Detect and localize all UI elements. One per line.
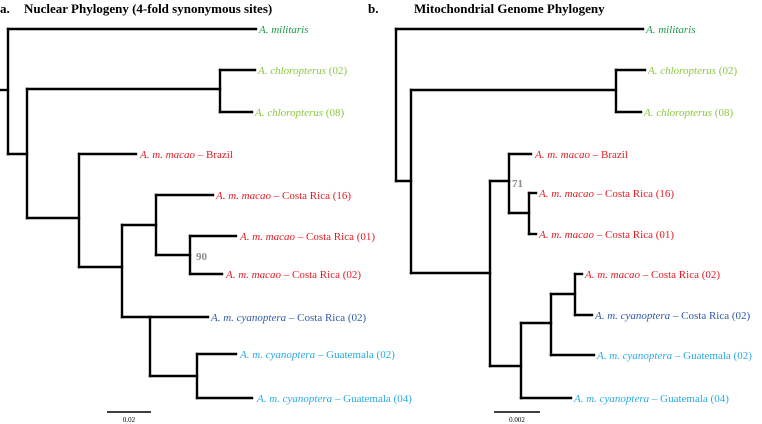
panel-a-title: Nuclear Phylogeny (4-fold synonymous sit… bbox=[24, 1, 272, 16]
tip-label: A. militaris bbox=[645, 24, 696, 36]
tip-label: A. m. macao – Costa Rica (02) bbox=[225, 269, 361, 281]
panel-b: b. Mitochondrial Genome Phylogeny bbox=[368, 1, 752, 424]
panel-a-label: a. bbox=[0, 1, 10, 16]
tip-label: A. m. cyanoptera – Guatemala (04) bbox=[573, 393, 729, 405]
tip-label: A. chloropterus (02) bbox=[257, 65, 347, 77]
tip-label: A. m. cyanoptera – Guatemala (04) bbox=[256, 393, 412, 405]
bootstrap-value-a: 90 bbox=[196, 251, 208, 263]
tip-label: A. m. macao – Costa Rica (16) bbox=[538, 188, 674, 200]
tip-label: A. m. cyanoptera – Costa Rica (02) bbox=[594, 310, 751, 322]
panel-b-title: Mitochondrial Genome Phylogeny bbox=[414, 1, 605, 16]
tip-label: A. m. macao – Costa Rica (02) bbox=[584, 269, 720, 281]
tip-label: A. m. cyanoptera – Guatemala (02) bbox=[239, 349, 395, 361]
tip-label: A. m. macao – Costa Rica (01) bbox=[538, 229, 674, 241]
scale-label-b: 0.002 bbox=[509, 416, 525, 424]
tip-label: A. m. macao – Brazil bbox=[139, 149, 233, 161]
panel-b-label: b. bbox=[368, 1, 378, 16]
scale-label-a: 0.02 bbox=[123, 416, 136, 424]
tip-label: A. m. cyanoptera – Guatemala (02) bbox=[596, 350, 752, 362]
tip-labels-a: A. militaris A. chloropterus (02) A. chl… bbox=[139, 24, 412, 405]
tip-label: A. m. macao – Costa Rica (01) bbox=[239, 231, 375, 243]
tip-label: A. chloropterus (08) bbox=[643, 107, 733, 119]
tip-label: A. m. macao – Costa Rica (16) bbox=[215, 190, 351, 202]
mitochondrial-tree bbox=[394, 27, 647, 400]
tip-label: A. chloropterus (02) bbox=[647, 65, 737, 77]
nuclear-tree bbox=[0, 27, 258, 400]
tip-label: A. m. macao – Brazil bbox=[534, 149, 628, 161]
tip-label: A. m. cyanoptera – Costa Rica (02) bbox=[210, 312, 367, 324]
panel-a: a. Nuclear Phylogeny (4-fold synonymous … bbox=[0, 1, 412, 424]
tip-label: A. militaris bbox=[258, 24, 309, 36]
tip-labels-b: A. militaris A. chloropterus (02) A. chl… bbox=[534, 24, 752, 405]
bootstrap-value-b: 71 bbox=[512, 178, 523, 190]
tip-label: A. chloropterus (08) bbox=[254, 107, 344, 119]
